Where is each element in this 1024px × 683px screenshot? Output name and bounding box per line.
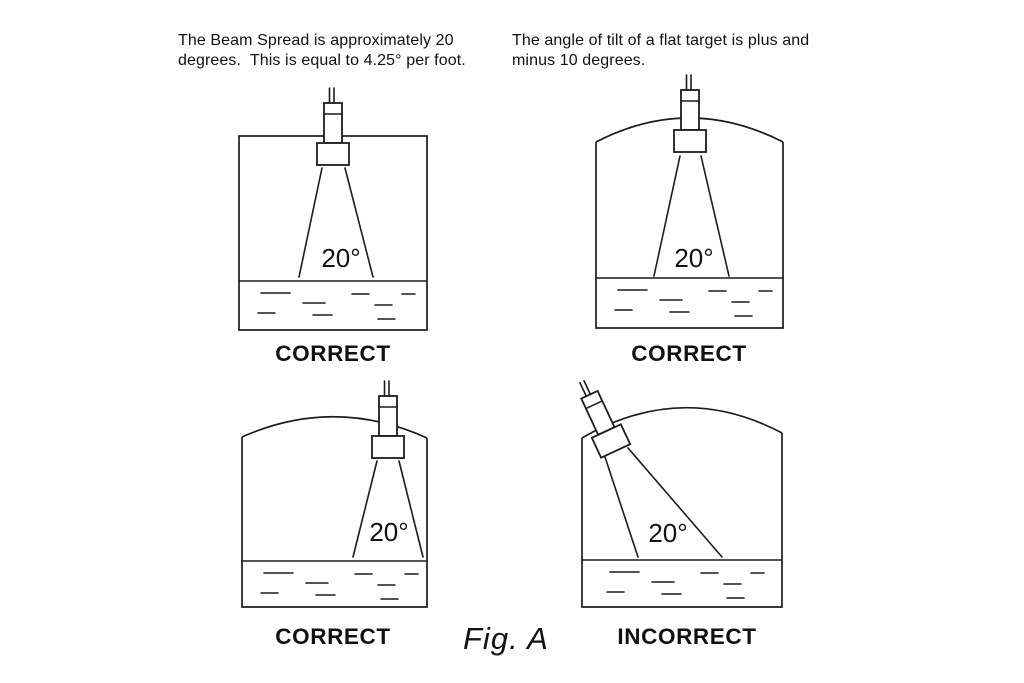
beam-left-line [604,456,639,558]
tank-walls [241,437,428,608]
sensor [371,380,405,459]
tank-dome [241,415,428,439]
beam-left-line [653,155,681,277]
beam-left-line [298,167,323,278]
verdict-bottom-left: CORRECT [275,624,391,649]
panel-top-left: 20° [238,87,428,331]
panel-bottom-right: 20° [567,373,783,608]
angle-label: 20° [321,243,360,273]
angle-label: 20° [674,243,713,273]
sensor-tilted [567,373,632,459]
angle-label: 20° [648,518,687,548]
caption-beam-spread: The Beam Spread is approximately 20 degr… [178,32,466,69]
verdict-bottom-right: INCORRECT [617,624,757,649]
beam-right-line [344,167,374,278]
panel-bottom-left: 20° [241,380,428,608]
verdict-top-left: CORRECT [275,341,391,366]
sensor [316,87,350,166]
beam-left-line [352,460,378,558]
beam-right-line [627,447,723,558]
liquid-ripples [614,289,773,317]
tank-walls [581,433,783,608]
tank-walls [595,142,784,329]
panel-top-right: 20° [595,74,784,329]
beam-right-line [700,155,730,277]
beam-right-line [398,460,424,558]
caption-tilt-angle: The angle of tilt of a flat target is pl… [512,32,810,69]
liquid-ripples [606,571,765,599]
liquid-ripples [257,292,416,320]
angle-label: 20° [369,517,408,547]
verdict-top-right: CORRECT [631,341,747,366]
figure-label: Fig. A [463,621,549,656]
liquid-ripples [260,572,419,600]
sensor [673,74,707,153]
